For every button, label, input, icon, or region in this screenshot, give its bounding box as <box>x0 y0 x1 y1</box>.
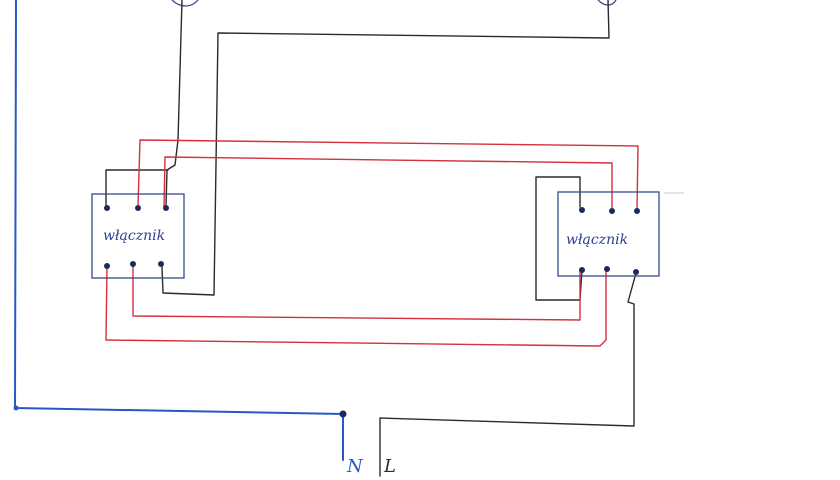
terminal-dot <box>604 266 610 272</box>
switch-left-label: włącznik <box>103 228 165 244</box>
switch-right-label: włącznik <box>566 232 628 248</box>
neutral-terminal-label: N <box>346 456 364 477</box>
live-terminal-label: L <box>383 456 396 477</box>
terminal-dot <box>135 205 141 211</box>
neutral-junction-dot <box>339 410 347 418</box>
switch-right-box <box>557 191 660 277</box>
terminal-dot <box>130 261 136 267</box>
terminal-dot <box>634 208 640 214</box>
lamp-right-fragment <box>597 0 617 6</box>
terminal-dot <box>104 205 110 211</box>
terminal-dot <box>579 267 585 273</box>
switch-left-box <box>91 193 185 279</box>
terminal-dot <box>633 269 639 275</box>
terminal-dot <box>158 261 164 267</box>
red-wires <box>105 139 639 347</box>
terminal-dot <box>163 205 169 211</box>
switch-left: włącznik <box>91 193 185 279</box>
neutral-junction-dot <box>13 405 19 411</box>
lamp-left-fragment <box>171 0 199 7</box>
black-wires <box>105 0 637 477</box>
terminal-dot <box>609 208 615 214</box>
terminal-dot <box>104 263 110 269</box>
terminal-dot <box>579 207 585 213</box>
switch-right: włącznik <box>557 191 684 277</box>
neutral-wire <box>14 0 344 461</box>
